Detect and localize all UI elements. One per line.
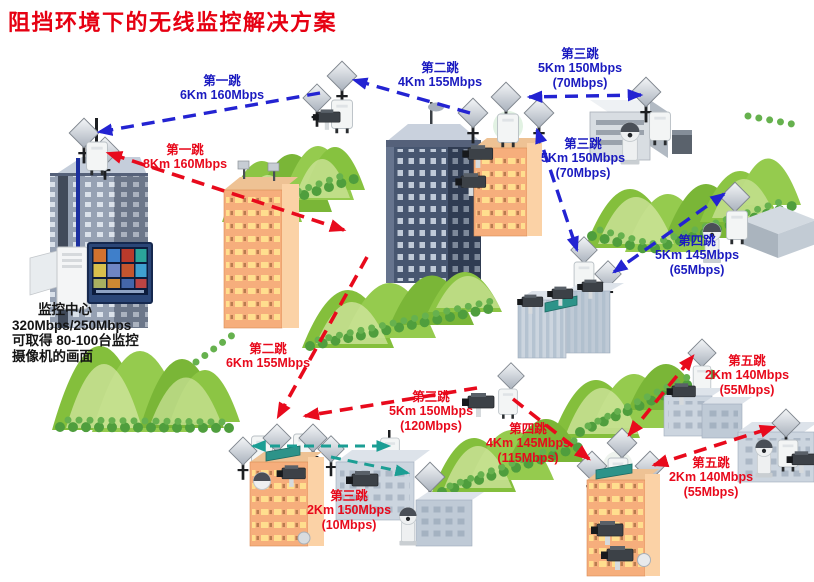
hop-name: 第二跳: [249, 342, 287, 356]
blue-hop4-link: [612, 192, 726, 274]
hop-capacity: (55Mbps): [719, 382, 775, 397]
ptz-camera-icon: [398, 506, 418, 546]
caption-line: 摄像机的画面: [12, 348, 93, 364]
orange-building-1: [223, 160, 299, 329]
hop-capacity: (70Mbps): [552, 75, 608, 90]
server-rack-icon: [56, 246, 88, 310]
hop-capacity: (70Mbps): [555, 165, 611, 180]
hop-rate: 4Km 155Mbps: [397, 75, 483, 90]
hop-name: 第一跳: [166, 143, 204, 157]
monitoring-center-building: [29, 117, 153, 328]
hilltop-relay-antenna: [302, 60, 358, 134]
hop-capacity: (65Mbps): [669, 262, 725, 277]
hop-name: 第三跳: [330, 489, 368, 503]
hop-rate: 6Km 155Mbps: [225, 356, 311, 371]
page-title: 阻挡环境下的无线监控解决方案: [8, 10, 338, 35]
hop-rate: 4Km 145Mbps: [485, 436, 571, 451]
hop-name: 第三跳: [564, 137, 602, 151]
relay-station-top-right: [589, 76, 692, 166]
monitoring-center-caption: 监控中心 320Mbps/250Mbps 可取得 80-100台监控 摄像机的画…: [12, 302, 139, 364]
hop-rate: 8Km 160Mbps: [142, 157, 228, 172]
red-hop3a-link: [302, 386, 478, 421]
orange-building-2: [454, 138, 542, 237]
wireless-links: [96, 77, 777, 477]
blue-hop3b-link: [535, 127, 579, 253]
hop-name: 第五跳: [728, 354, 766, 368]
caption-line: 可取得 80-100台监控: [12, 333, 139, 348]
feed-cable: [76, 158, 80, 296]
mountain-range-center: [302, 272, 503, 351]
solar-panel-icon: [595, 463, 633, 480]
equipment-panel-icon: [29, 250, 58, 296]
hop-capacity: (120Mbps): [400, 418, 462, 433]
hop-name: 第三跳: [561, 47, 599, 61]
hop-rate: 2Km 140Mbps: [704, 368, 790, 383]
hop-rate: 5Km 150Mbps: [540, 151, 626, 166]
hop-rate: 5Km 150Mbps: [537, 61, 623, 76]
mountain-range-bottom-center: [432, 419, 587, 497]
orange-building-4: [586, 463, 660, 577]
dark-office-tower: [386, 102, 481, 283]
hop-rate: 6Km 160Mbps: [179, 88, 265, 103]
ptz-camera-icon: [754, 438, 774, 478]
caption-line: 监控中心: [38, 302, 92, 317]
hop-rate: 2Km 150Mbps: [306, 503, 392, 518]
hop-name: 第二跳: [421, 61, 459, 75]
hop-capacity: (10Mbps): [321, 517, 377, 532]
hop-name: 第四跳: [678, 234, 716, 248]
red-hop2-link: [276, 256, 369, 420]
hop-name: 第一跳: [203, 74, 241, 88]
hop-name: 第五跳: [692, 456, 730, 470]
caption-line: 320Mbps/250Mbps: [12, 317, 132, 333]
camera-site-far-right-top: [702, 181, 814, 264]
blue-hop1-link: [96, 91, 321, 136]
monitor-wall-screen-icon: [87, 242, 153, 304]
orange-building-3: [249, 445, 324, 547]
hop-capacity: (55Mbps): [683, 484, 739, 499]
mountain-range-left: [52, 330, 240, 433]
hop-rate: 2Km 140Mbps: [668, 470, 754, 485]
red-hop5a-link: [627, 354, 695, 437]
dish-icon: [297, 531, 311, 545]
blue-hop3a-link: [526, 88, 644, 104]
relay-station-mid-right: [516, 236, 624, 359]
dome-camera-icon: [637, 553, 651, 567]
hop-name: 第四跳: [509, 422, 547, 436]
hop-name: 第三跳: [412, 390, 450, 404]
teal-link-2: [330, 455, 411, 477]
roof-mast-icon: [430, 102, 433, 126]
hop-rate: 5Km 145Mbps: [654, 248, 740, 263]
hop-rate: 5Km 150Mbps: [388, 404, 474, 419]
hop-capacity: (115Mbps): [497, 450, 559, 465]
rooftop-antenna-hub: [457, 81, 555, 148]
red-hop4-link: [511, 397, 591, 461]
